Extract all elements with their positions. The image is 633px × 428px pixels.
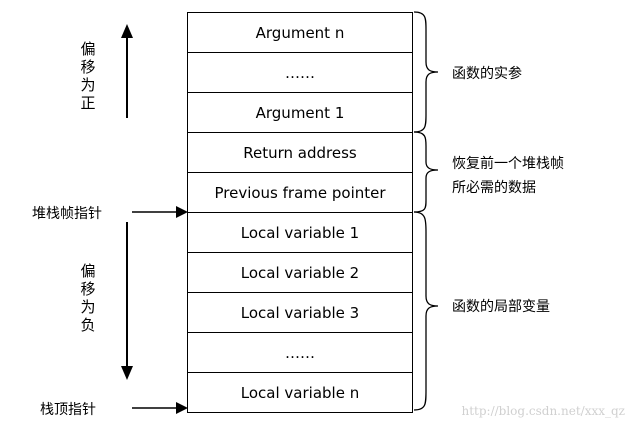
stack-cell-ellipsis-args: …… [187, 53, 413, 93]
frame-pointer-label: 堆栈帧指针 [32, 206, 102, 222]
stack-cell-argument-1: Argument 1 [187, 93, 413, 133]
stack-cell-previous-frame-pointer: Previous frame pointer [187, 173, 413, 213]
stack-cell-local-variable-1: Local variable 1 [187, 213, 413, 253]
offset-negative-label: 偏移为负 [80, 262, 96, 334]
stack-cell-local-variable-n: Local variable n [187, 373, 413, 413]
stack-cell-local-variable-3: Local variable 3 [187, 293, 413, 333]
brace-actual-args-icon [413, 11, 439, 133]
frame-pointer-arrow-icon [132, 206, 188, 218]
stack-cell-local-variable-2: Local variable 2 [187, 253, 413, 293]
brace-restore-icon [413, 131, 439, 213]
stack-cell-argument-n: Argument n [187, 13, 413, 53]
brace-label-restore-line2: 所必需的数据 [452, 180, 536, 196]
stack-top-arrow-icon [132, 402, 188, 414]
up-arrow-icon [121, 24, 133, 118]
stack-cell-return-address: Return address [187, 133, 413, 173]
stack-frame-table: Argument n …… Argument 1 Return address … [187, 12, 413, 413]
brace-label-restore-line1: 恢复前一个堆栈帧 [452, 156, 564, 172]
down-arrow-icon [121, 222, 133, 380]
stack-cell-ellipsis-locals: …… [187, 333, 413, 373]
watermark: http://blog.csdn.net/xxx_qz [461, 404, 625, 418]
brace-label-actual-args: 函数的实参 [452, 66, 522, 82]
brace-label-locals: 函数的局部变量 [452, 299, 550, 315]
offset-positive-label: 偏移为正 [80, 40, 96, 112]
stack-top-label: 栈顶指针 [40, 402, 96, 418]
brace-locals-icon [413, 211, 439, 411]
